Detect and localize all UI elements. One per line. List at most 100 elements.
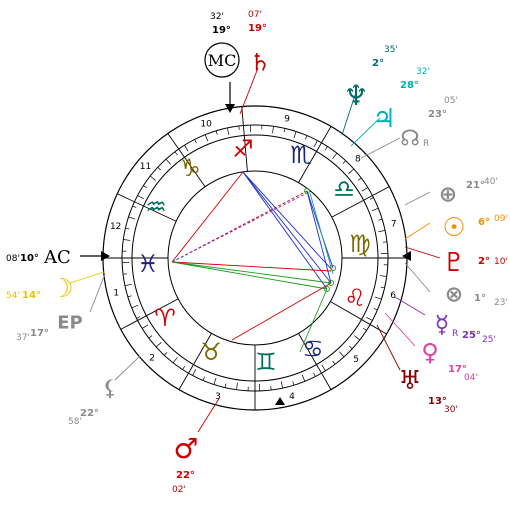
neptune-pointer [341,94,356,136]
degree-tick [124,283,132,286]
planet-moon: ☽ 14°54' [6,274,74,304]
planet-saturn: ♄19°07' [248,10,271,76]
degree-tick [213,377,217,385]
saturn-pointer [239,67,259,115]
sign-glyphs: ♈♉♊♋♌♍♎♏♐♑♒♓ [137,135,371,376]
sign-cancer-icon: ♋ [302,335,324,363]
node-pointer [360,137,401,159]
degree-tick [324,146,328,151]
east-point-minute: 37' [16,333,30,343]
degree-tick [148,335,153,339]
jupiter-minute: 32' [416,67,430,77]
jupiter-degree: 28° [400,80,419,91]
node-minute: 05' [444,96,458,106]
degree-tick [313,140,318,147]
degree-tick [127,295,132,298]
uranus-icon: ♅ [398,366,421,396]
sign-sagittarius-icon: ♐ [232,135,254,163]
planet-sun: ☉6°09' [442,213,508,243]
degree-tick [349,345,353,349]
degree-tick [136,316,141,319]
aspect-line [171,192,308,263]
pluto-pointer [404,246,441,259]
sign-virgo-icon: ♍ [349,230,371,258]
planet-mercury: ☿25°25'R [435,310,496,345]
jupiter-icon: ♃ [372,104,395,134]
degree-tick [164,352,168,356]
mercury-degree: 25° [462,330,481,341]
dc-arrow [402,251,411,261]
degree-ticks [122,125,388,391]
degree-tick [132,205,137,208]
degree-tick [236,382,238,390]
pluto-minute: 10' [494,257,508,267]
aspect-lines [171,171,336,353]
degree-tick [155,342,162,348]
jupiter-pointer [350,117,381,147]
saturn-minute: 07' [248,10,262,20]
sign-gemini-icon: ♊ [255,348,277,376]
lilith-minute: 58' [68,417,82,427]
node-icon: ☊ [400,127,420,152]
mercury-icon: ☿ [435,310,450,338]
venus-degree: 17° [448,364,467,375]
degree-tick [165,158,171,165]
sign-pisces-icon: ♓ [137,250,159,278]
moon-icon: ☽ [50,274,73,304]
fortune-icon: ⊕ [439,183,457,208]
mars-degree: 22° [176,470,195,481]
planet-glyphs: ♄19°07'♆2°35'♃28°32'☊23°05'R⊕21°40'☉6°09… [6,10,508,495]
mc-min: 32' [210,12,224,22]
ac-min: 08' [6,254,20,264]
mercury-retrograde: R [452,329,458,339]
aspect-line [242,171,328,290]
mc-axis [225,82,235,113]
planet-mars: ♂22°02' [172,432,199,495]
sun-icon: ☉ [442,213,465,243]
degree-tick [280,381,283,389]
degree-tick [354,335,361,341]
moon-degree: 14° [22,290,41,301]
lilith-degree: 22° [80,408,99,419]
vertex-icon: ⊗ [445,283,463,308]
sign-leo-icon: ♌ [344,284,366,312]
aspect-marker [324,286,330,292]
moon-minute: 54' [6,291,20,301]
degree-tick [123,239,131,241]
ac-label: 08' 10° AC [6,247,71,268]
degree-tick [292,381,295,386]
lilith-pointer [114,355,141,381]
degree-tick [348,168,355,174]
vertex-pointer [404,262,431,293]
ac-arrow [101,251,110,261]
degree-tick [184,145,189,152]
degree-tick [380,286,385,289]
degree-tick [313,372,316,377]
node-retrograde: R [423,139,429,149]
degree-tick [194,139,197,144]
neptune-minute: 35' [384,45,398,55]
house-number-10: 10 [200,120,212,130]
degree-tick [366,316,373,321]
sign-aquarius-icon: ♒ [145,193,167,221]
house-cusp-line [178,333,212,390]
aspect-line [231,282,332,341]
uranus-minute: 30' [444,405,458,415]
house-number-9: 9 [284,115,290,125]
mc-text: MC [208,51,237,70]
uranus-degree: 13° [428,396,447,407]
aspect-line [171,261,332,284]
venus-pointer [384,312,416,347]
degree-tick [125,227,130,230]
sign-libra-icon: ♎ [333,175,355,203]
tick-ring [131,134,379,382]
house-number-2: 2 [149,353,155,363]
ac-deg: 10° [20,253,39,264]
house-number-11: 11 [140,162,151,172]
house-cusp-line [331,186,390,218]
pluto-icon: ♇ [442,248,465,278]
degree-tick [182,365,186,370]
vertex-minute: 23' [494,298,508,308]
east-point-icon: EP [57,312,83,333]
